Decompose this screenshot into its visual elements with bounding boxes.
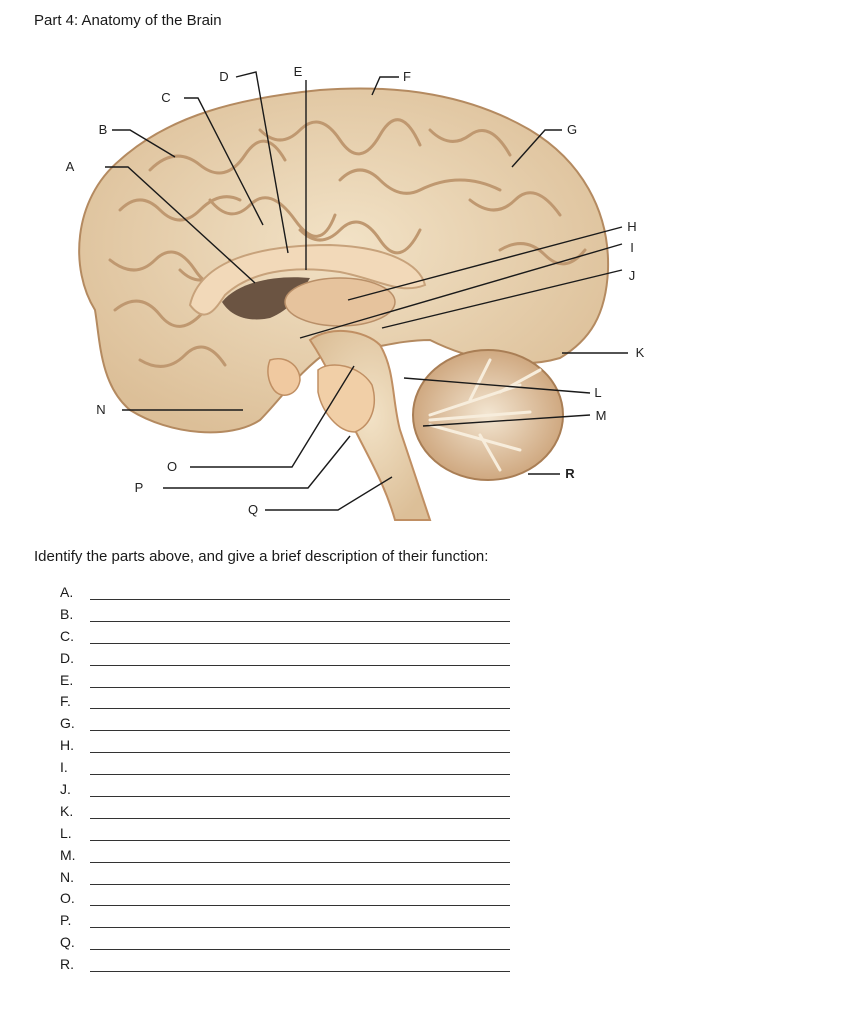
callout-b: B <box>99 122 108 137</box>
answer-item: M. <box>60 845 520 867</box>
brain-illustration: A B C D E F G H I J K L M N O P Q R <box>66 64 645 521</box>
callout-r: R <box>565 466 575 481</box>
brainstem-shape <box>308 329 432 521</box>
callout-j: J <box>629 268 636 283</box>
answer-letter: H. <box>60 737 74 754</box>
answer-line[interactable] <box>90 730 510 732</box>
answer-line[interactable] <box>90 817 510 819</box>
instructions-text: Identify the parts above, and give a bri… <box>34 548 489 565</box>
answer-item: P. <box>60 910 520 932</box>
answer-item: E. <box>60 670 520 692</box>
answer-line[interactable] <box>90 774 510 776</box>
answer-letter: J. <box>60 781 71 798</box>
callout-n: N <box>96 402 105 417</box>
answer-item: B. <box>60 604 520 626</box>
answer-letter: A. <box>60 584 74 600</box>
answer-item: G. <box>60 713 520 735</box>
leader-lines <box>105 71 628 511</box>
answer-item: A. <box>60 582 520 604</box>
thalamus-shape <box>284 277 396 327</box>
callout-c: C <box>161 90 170 105</box>
answer-letter: P. <box>60 912 72 929</box>
pons-shape <box>317 364 376 433</box>
callout-o: O <box>167 459 177 474</box>
corpus-callosum-shape <box>188 243 427 316</box>
page-title: Part 4: Anatomy of the Brain <box>34 12 222 29</box>
answer-line[interactable] <box>90 927 510 929</box>
answer-line[interactable] <box>90 949 510 951</box>
answer-item: D. <box>60 648 520 670</box>
ventricle-shape <box>222 277 310 320</box>
answer-letter: I. <box>60 759 68 776</box>
callout-i: I <box>630 240 634 255</box>
answer-item: I. <box>60 757 520 779</box>
answer-letter: D. <box>60 649 74 666</box>
answer-letter: C. <box>60 627 74 644</box>
answer-letter: O. <box>60 890 75 907</box>
answer-letter: R. <box>60 956 74 973</box>
answer-line[interactable] <box>90 752 510 754</box>
gyri-pattern <box>108 118 587 368</box>
answer-item: C. <box>60 626 520 648</box>
answer-letter: F. <box>60 693 71 710</box>
answer-letter: Q. <box>60 934 75 951</box>
callout-l: L <box>594 385 601 400</box>
answer-letter: B. <box>60 605 74 622</box>
answer-letter: L. <box>60 824 72 841</box>
callout-g: G <box>567 122 577 137</box>
answer-item: Q. <box>60 932 520 954</box>
brain-diagram: A B C D E F G H I J K L M N O P Q R <box>0 40 852 550</box>
callout-m: M <box>596 408 607 423</box>
answer-line[interactable] <box>90 796 510 798</box>
answer-letter: M. <box>60 846 76 863</box>
callout-h: H <box>627 219 636 234</box>
answer-letter: G. <box>60 715 75 732</box>
answer-line[interactable] <box>90 708 510 710</box>
callout-d: D <box>219 69 228 84</box>
callout-labels: A B C D E F G H I J K L M N O P Q R <box>66 64 645 517</box>
arbor-vitae <box>428 358 542 472</box>
callout-e: E <box>294 64 303 79</box>
answer-line[interactable] <box>90 971 510 973</box>
answer-list: A. B. C. D. E. F. G. H. I. J. K. L. M. N… <box>60 582 520 976</box>
answer-line[interactable] <box>90 861 510 863</box>
answer-item: H. <box>60 735 520 757</box>
callout-k: K <box>636 345 645 360</box>
answer-item: R. <box>60 954 520 976</box>
callout-q: Q <box>248 502 258 517</box>
callout-f: F <box>403 69 411 84</box>
answer-line[interactable] <box>90 905 510 907</box>
answer-line[interactable] <box>90 642 510 644</box>
callout-a: A <box>66 159 75 174</box>
answer-item: J. <box>60 779 520 801</box>
answer-letter: N. <box>60 868 74 885</box>
answer-line[interactable] <box>90 686 510 688</box>
callout-p: P <box>135 480 144 495</box>
answer-item: L. <box>60 823 520 845</box>
answer-letter: E. <box>60 671 74 688</box>
answer-item: F. <box>60 691 520 713</box>
answer-line[interactable] <box>90 620 510 622</box>
answer-item: O. <box>60 888 520 910</box>
answer-letter: K. <box>60 802 74 819</box>
answer-item: K. <box>60 801 520 823</box>
answer-line[interactable] <box>90 883 510 885</box>
answer-line[interactable] <box>90 839 510 841</box>
answer-line[interactable] <box>90 599 510 600</box>
pituitary-shape <box>267 358 301 396</box>
answer-item: N. <box>60 867 520 889</box>
answer-line[interactable] <box>90 664 510 666</box>
